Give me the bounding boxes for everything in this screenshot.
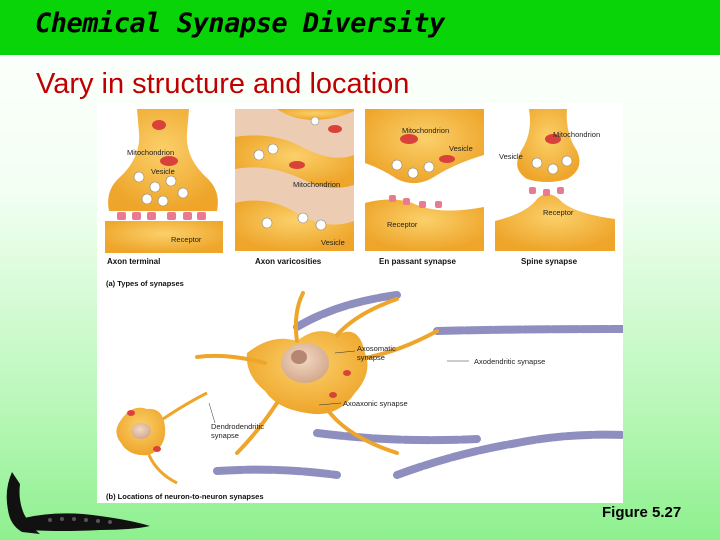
panel-en-passant: Mitochondrion Vesicle Receptor En passan… — [365, 109, 484, 266]
caption-axon-terminal: Axon terminal — [107, 257, 160, 266]
panel-spine-synapse: Mitochondrion Vesicle Receptor Spine syn… — [495, 109, 615, 266]
panel-axon-terminal: Mitochondrion Vesicle Receptor Axon term… — [105, 109, 223, 266]
title-bar: Chemical Synapse Diversity — [0, 0, 720, 55]
figure-number: Figure 5.27 — [602, 504, 681, 521]
label-receptor: Receptor — [387, 220, 418, 229]
caption-spine-synapse: Spine synapse — [521, 257, 578, 266]
neuron-network: Axosomatic synapse Axodendritic synapse … — [116, 293, 623, 483]
label-vesicle: Vesicle — [449, 144, 473, 153]
synapse-figure: Mitochondrion Vesicle Receptor Axon term… — [97, 103, 623, 503]
label-dendrodendritic: Dendrodendritic — [211, 422, 264, 431]
label-mitochondrion: Mitochondrion — [127, 148, 174, 157]
label-mitochondrion: Mitochondrion — [553, 130, 600, 139]
slide-subtitle: Vary in structure and location — [36, 68, 409, 101]
label-vesicle: Vesicle — [151, 167, 175, 176]
label-dendrodendritic-2: synapse — [211, 431, 239, 440]
label-vesicle: Vesicle — [499, 152, 523, 161]
label-mitochondrion: Mitochondrion — [402, 126, 449, 135]
label-axosomatic: Axosomatic — [357, 344, 396, 353]
section-a-caption: (a) Types of synapses — [106, 279, 184, 288]
panel-axon-varicosities: Mitochondrion Vesicle Axon varicosities — [235, 109, 354, 266]
alligator-logo — [0, 470, 160, 540]
slide-title: Chemical Synapse Diversity — [35, 8, 445, 39]
caption-axon-varicosities: Axon varicosities — [255, 257, 322, 266]
synapse-illustration: Mitochondrion Vesicle Receptor Axon term… — [97, 103, 623, 503]
label-axosomatic-2: synapse — [357, 353, 385, 362]
label-axoaxonic: Axoaxonic synapse — [343, 399, 408, 408]
label-receptor: Receptor — [543, 208, 574, 217]
label-receptor: Receptor — [171, 235, 202, 244]
label-axodendritic: Axodendritic synapse — [474, 357, 545, 366]
label-mitochondrion: Mitochondrion — [293, 180, 340, 189]
label-vesicle: Vesicle — [321, 238, 345, 247]
caption-en-passant: En passant synapse — [379, 257, 456, 266]
